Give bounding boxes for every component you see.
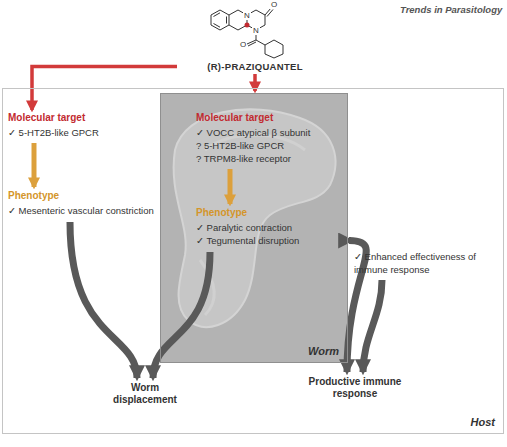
region-label: Host (471, 416, 495, 428)
molecule-structure (211, 8, 283, 58)
node-text: ? TRPM8-like receptor (196, 152, 344, 165)
group-heading: Molecular target (196, 112, 344, 123)
connector-arrow (153, 252, 210, 378)
region-label: Worm (308, 345, 339, 357)
node-text: Worm displacement (100, 382, 190, 406)
connector-arrow (228, 169, 233, 204)
drug-label: (R)-PRAZIQUANTEL (180, 61, 330, 72)
node-text: ✓ Tegumental disruption (196, 234, 344, 247)
chiral-mark (245, 23, 250, 28)
node-text: (R)-PRAZIQUANTEL (180, 61, 330, 72)
outcome-text: ✓ Enhanced effectiveness of immune respo… (354, 250, 502, 276)
target-group: Molecular target ✓ 5-HT2B-like GPCR (8, 112, 153, 139)
atom-label: N (243, 11, 251, 20)
atom-label: O (239, 40, 247, 49)
node-text: ✓ Enhanced effectiveness of immune respo… (354, 250, 502, 276)
atom-label: N (252, 26, 260, 35)
node-text: ✓ Mesenteric vascular constriction (8, 204, 156, 217)
node-text: ✓ Paralytic contraction (196, 221, 344, 234)
connector-arrow (363, 280, 382, 372)
atom-label: O (270, 0, 278, 9)
journal-watermark: Trends in Parasitology (400, 4, 502, 15)
group-heading: Phenotype (8, 190, 156, 201)
outcome-text: Productive immune response (300, 376, 410, 400)
connector-arrow (70, 222, 137, 378)
group-heading: Phenotype (196, 207, 344, 218)
node-text: ✓ 5-HT2B-like GPCR (8, 126, 153, 139)
host-region: Host Molecular target ✓ 5-HT2B-like GPCR Ph… (2, 88, 504, 434)
phenotype-group: Phenotype ✓ Mesenteric vascular constrict… (8, 190, 156, 217)
node-text: ✓ VOCC atypical β subunit (196, 126, 344, 139)
target-group: Molecular target ✓ VOCC atypical β subuni… (196, 112, 344, 165)
phenotype-group: Phenotype ✓ Paralytic contraction✓ Tegume… (196, 207, 344, 247)
outcome-text: Worm displacement (100, 382, 190, 406)
node-text: Productive immune response (300, 376, 410, 400)
group-heading: Molecular target (8, 112, 153, 123)
connector-arrow (32, 143, 37, 187)
worm-region: Worm Molecular target ✓ VOCC atypical β su… (160, 93, 348, 363)
node-text: ? 5-HT2B-like GPCR (196, 139, 344, 152)
